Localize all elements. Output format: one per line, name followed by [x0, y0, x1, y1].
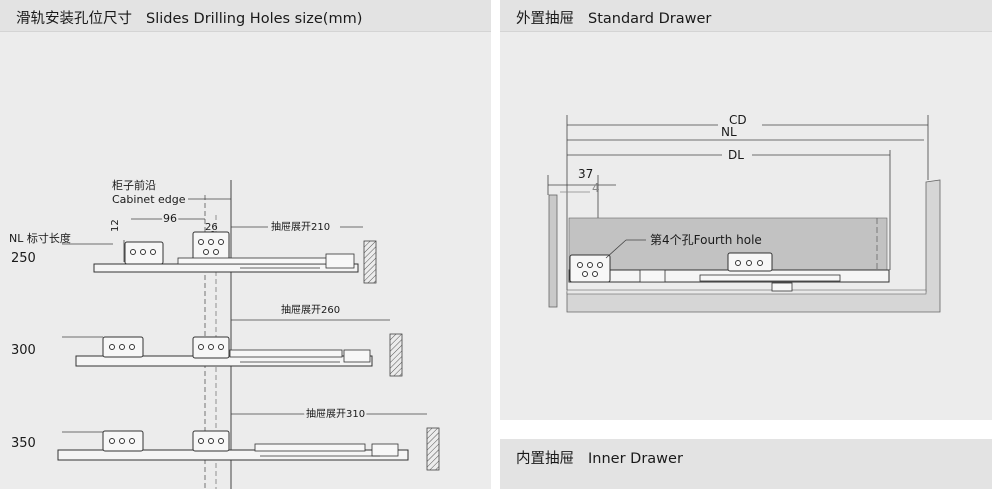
left-panel: 滑轨安装孔位尺寸 Slides Drilling Holes size(mm) 柜…: [0, 0, 491, 489]
right-bottom-panel-title: 内置抽屉 Inner Drawer: [516, 447, 683, 468]
nl-value-300: 300: [11, 343, 36, 358]
right-top-panel: 外置抽屉 Standard Drawer CD NL DL 37 4: [500, 0, 992, 420]
dim-4-label: 4: [592, 181, 600, 195]
dl-label: DL: [728, 148, 744, 162]
dim-26-label: 26: [205, 222, 218, 233]
right-top-panel-header: 外置抽屉 Standard Drawer: [500, 0, 992, 32]
left-panel-header: 滑轨安装孔位尺寸 Slides Drilling Holes size(mm): [0, 0, 491, 32]
fourth-hole-label: 第4个孔Fourth hole: [650, 233, 762, 247]
cabinet-label-en: Cabinet edge: [112, 193, 186, 206]
left-title-en: Slides Drilling Holes size(mm): [146, 11, 363, 27]
rail-350: [57, 449, 409, 461]
left-panel-title: 滑轨安装孔位尺寸 Slides Drilling Holes size(mm): [16, 7, 362, 28]
cd-label: CD: [729, 113, 747, 127]
slide-row-350: 350 抽屉展开310: [11, 405, 440, 471]
wall-hatch-350: [426, 427, 440, 471]
dim-12-label: 12: [110, 219, 121, 232]
slide-row-300: 300 抽屉展开260: [11, 303, 403, 377]
dim-37-label: 37: [578, 167, 593, 181]
right-bottom-title-cn: 内置抽屉: [516, 451, 574, 467]
drawer-front: [548, 194, 558, 308]
slide-row-250: 250 抽屉展开210: [11, 219, 377, 284]
right-bottom-title-en: Inner Drawer: [588, 451, 683, 467]
drilling-holes-diagram: 柜子前沿 Cabinet edge 96 12 26 6 16 NL 标寸长度 …: [9, 178, 440, 489]
extension-label-210: 抽屉展开210: [271, 220, 330, 233]
nl-value-350: 350: [11, 436, 36, 451]
wall-hatch-300: [389, 333, 403, 377]
extension-label-260: 抽屉展开260: [281, 303, 340, 316]
extension-label-310: 抽屉展开310: [306, 407, 365, 420]
right-top-title-cn: 外置抽屉: [516, 11, 574, 27]
wall-hatch-250: [363, 240, 377, 284]
right-top-panel-title: 外置抽屉 Standard Drawer: [516, 7, 711, 28]
left-title-cn: 滑轨安装孔位尺寸: [16, 11, 132, 27]
nl-label: NL 标寸长度: [9, 231, 71, 245]
right-bottom-panel: 内置抽屉 Inner Drawer: [500, 439, 992, 489]
nl-value-250: 250: [11, 251, 36, 266]
standard-drawer-diagram: CD NL DL 37 4 第4个孔Fo: [547, 112, 941, 313]
right-bottom-panel-header: 内置抽屉 Inner Drawer: [500, 439, 992, 471]
right-top-title-en: Standard Drawer: [588, 11, 712, 27]
nl-label-right: NL: [721, 125, 737, 139]
cabinet-label-cn: 柜子前沿: [112, 178, 156, 192]
dim-96-label: 96: [163, 212, 177, 225]
